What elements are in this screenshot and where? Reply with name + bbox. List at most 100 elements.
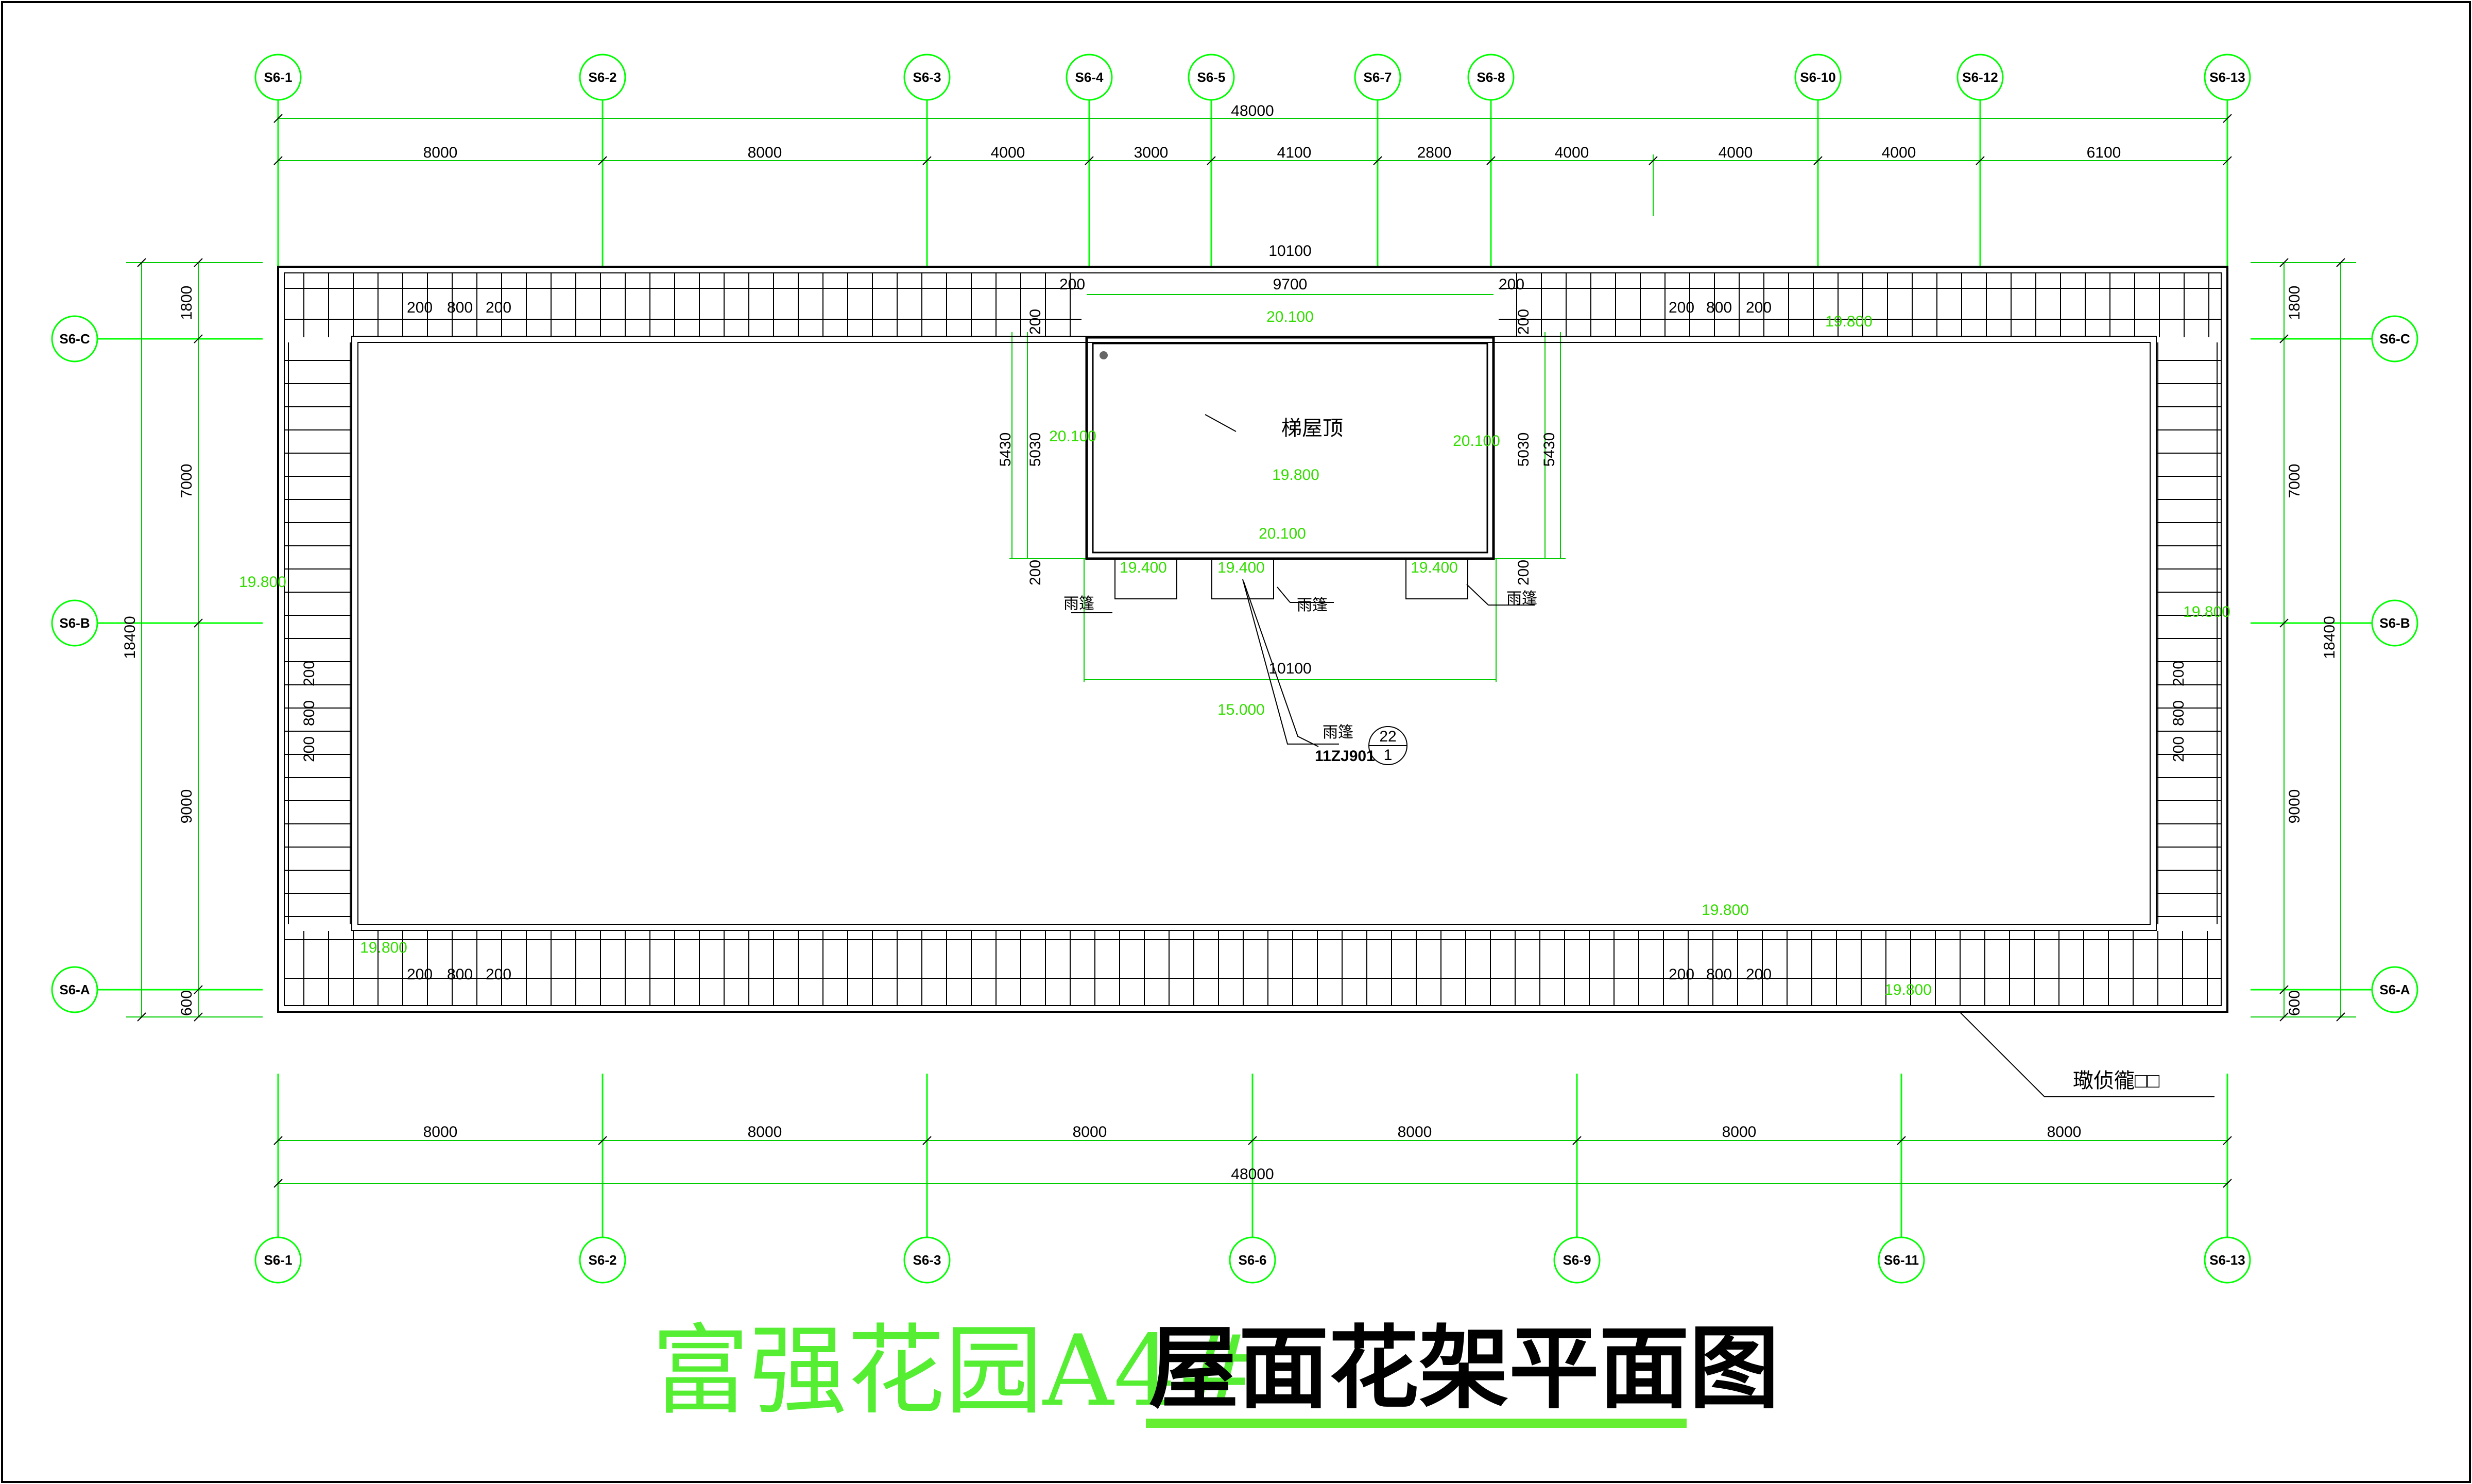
dim-perg-l-a: 200 <box>301 661 318 686</box>
axis-bubble: S6-4 <box>1066 54 1113 101</box>
elev-roof-mid-bottom: 19.800 <box>1702 902 1749 919</box>
detail-standard: 11ZJ901 <box>1315 748 1375 765</box>
dim-perg-tl-b: 800 <box>447 299 473 316</box>
dim-perg-br-c: 200 <box>1746 966 1772 983</box>
axis-bubble: S6-6 <box>1229 1236 1276 1284</box>
axis-bubble: S6-13 <box>2204 1236 2251 1284</box>
dim-stair-wall-r: 200 <box>1499 276 1524 293</box>
leader-note: 璥侦徿□□ <box>2073 1069 2159 1092</box>
drawing-title: 屋面花架平面图 <box>1148 1317 1779 1421</box>
dim-perg-tl-a: 200 <box>407 299 433 316</box>
dim-perg-br-b: 800 <box>1706 966 1732 983</box>
dim-stair-top-l: 200 <box>1027 309 1044 335</box>
dimension-ticks <box>137 114 2345 1188</box>
axis-label: S6-2 <box>589 1252 617 1268</box>
label-canopy-1: 雨篷 <box>1063 595 1094 612</box>
dim-top-6: 2800 <box>1417 144 1452 161</box>
dim-left-3: 9000 <box>178 789 195 824</box>
elev-stair-bottom: 20.100 <box>1259 525 1306 542</box>
dim-perg-tr-a: 200 <box>1669 299 1694 316</box>
dim-bottom-4: 8000 <box>1398 1124 1432 1141</box>
axis-label: S6-B <box>59 615 90 631</box>
dim-right-3: 9000 <box>2286 789 2303 824</box>
dim-bottom-1: 8000 <box>423 1124 458 1141</box>
axis-label: S6-8 <box>1477 70 1505 85</box>
dim-top-5: 4100 <box>1277 144 1312 161</box>
dim-left-total: 18400 <box>122 616 139 659</box>
axis-label: S6-4 <box>1075 70 1104 85</box>
elev-roof-right: 19.800 <box>2183 603 2230 620</box>
grid-lines <box>95 95 2377 1238</box>
dim-bottom-total: 48000 <box>1231 1166 1274 1183</box>
axis-bubble: S6-13 <box>2204 54 2251 101</box>
axis-bubble: S6-11 <box>1878 1236 1925 1284</box>
project-title: 富强花园A4# <box>651 1314 1258 1428</box>
dim-top-3: 4000 <box>991 144 1025 161</box>
axis-bubble: S6-9 <box>1553 1236 1601 1284</box>
elevation-labels: 20.100 20.100 20.100 19.800 20.100 19.40… <box>239 308 2230 998</box>
dim-perg-bl-c: 200 <box>486 966 511 983</box>
label-canopy-2: 雨篷 <box>1297 597 1328 614</box>
axis-label: S6-B <box>2379 615 2410 631</box>
dim-perg-l-c: 200 <box>301 736 318 762</box>
elev-stair-right: 20.100 <box>1453 433 1500 450</box>
axis-label: S6-1 <box>264 1252 293 1268</box>
building-outline <box>277 266 2228 1013</box>
dim-perg-tl-c: 200 <box>486 299 511 316</box>
dim-stair-h-outer-l: 5430 <box>997 433 1014 467</box>
dim-top-9: 4000 <box>1882 144 1916 161</box>
axis-label: S6-C <box>59 331 90 347</box>
axis-label: S6-9 <box>1563 1252 1591 1268</box>
axis-label: S6-3 <box>913 1252 941 1268</box>
annotations: 梯屋顶 雨篷 雨篷 雨篷 雨篷 22 1 11ZJ901 璥侦徿□□ <box>1063 417 2159 1092</box>
dim-right-4: 600 <box>2286 990 2303 1016</box>
pergola-battens-top-vert <box>303 273 2209 337</box>
dim-perg-bl-a: 200 <box>407 966 433 983</box>
label-canopy-ref: 雨篷 <box>1323 724 1353 741</box>
dim-stair-wall-l: 200 <box>1059 276 1085 293</box>
elev-roof-bottom-right: 19.800 <box>1884 981 1932 998</box>
elev-stair-floor: 19.800 <box>1272 467 1319 484</box>
axis-label: S6-A <box>2379 982 2410 997</box>
dim-left-1: 1800 <box>178 286 195 320</box>
dim-perg-tr-c: 200 <box>1746 299 1772 316</box>
dim-perg-bl-b: 800 <box>447 966 473 983</box>
axis-label: S6-10 <box>1800 70 1835 85</box>
pergola-rails-bottom <box>284 342 2221 979</box>
elev-stair-left: 20.100 <box>1049 428 1096 445</box>
axis-label: S6-12 <box>1962 70 1998 85</box>
dim-stair-bot-r: 200 <box>1515 560 1532 585</box>
dim-top-total: 48000 <box>1231 102 1274 119</box>
axis-bubble: S6-B <box>51 599 98 647</box>
dim-perg-br-a: 200 <box>1669 966 1694 983</box>
elev-canopy-1: 19.400 <box>1120 559 1167 576</box>
dim-top-1: 8000 <box>423 144 458 161</box>
dim-top-4: 3000 <box>1134 144 1169 161</box>
axis-bubble: S6-5 <box>1188 54 1235 101</box>
axis-bubble: S6-10 <box>1794 54 1842 101</box>
axis-label: S6-1 <box>264 70 293 85</box>
dim-left-4: 600 <box>178 990 195 1016</box>
dim-bottom-5: 8000 <box>1722 1124 1757 1141</box>
axis-label: S6-13 <box>2209 70 2245 85</box>
axis-bubble: S6-2 <box>579 1236 626 1284</box>
elev-canopy-2: 19.400 <box>1217 559 1265 576</box>
axis-bubble: S6-A <box>51 966 98 1013</box>
axis-label: S6-3 <box>913 70 941 85</box>
axis-bubble: S6-1 <box>254 54 302 101</box>
axis-bubble: S6-3 <box>903 1236 951 1284</box>
axis-bubble: S6-3 <box>903 54 951 101</box>
axis-bubble: S6-A <box>2371 966 2418 1013</box>
dim-perg-r-c: 200 <box>2170 736 2187 762</box>
pergola-battens-top <box>284 288 2221 320</box>
axis-bubble: S6-2 <box>579 54 626 101</box>
pergola-battens-left <box>284 360 352 917</box>
axis-bubble: S6-7 <box>1354 54 1401 101</box>
axis-bubble: S6-B <box>2371 599 2418 647</box>
elev-canopy-3: 19.400 <box>1411 559 1458 576</box>
stair-room <box>1071 336 1535 765</box>
dim-perg-l-b: 800 <box>301 700 318 726</box>
axis-label: S6-A <box>59 982 90 997</box>
